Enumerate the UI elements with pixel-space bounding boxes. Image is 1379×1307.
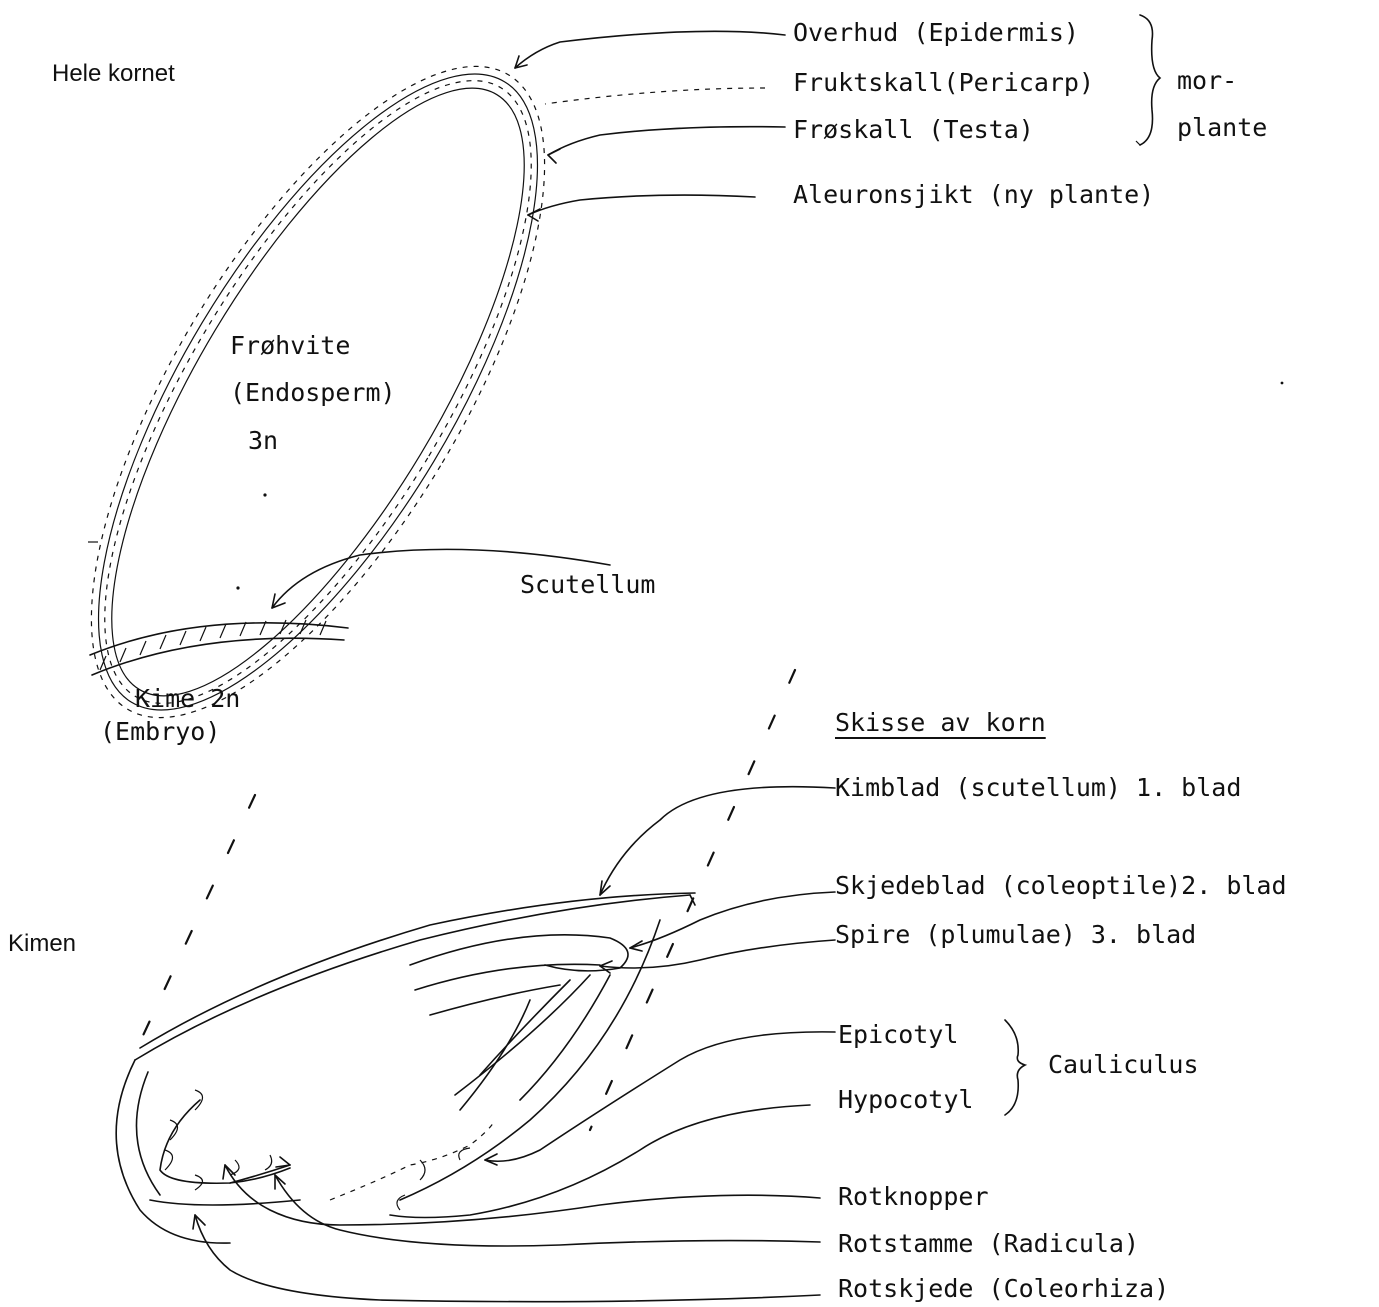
label-epidermis: Overhud (Epidermis) [793,20,1079,45]
label-mother-plant-2: plante [1177,115,1267,140]
grain-leaders [88,15,1160,608]
label-pericarp: Fruktskall(Pericarp) [793,70,1094,95]
label-endosperm-2: (Endosperm) [230,380,396,405]
label-testa: Frøskall (Testa) [793,117,1034,142]
sketch-heading: Skisse av korn [835,710,1046,735]
scutellum-band [90,620,348,675]
label-cotyledon: Kimblad (scutellum) 1. blad [835,775,1241,800]
zoom-lines [140,670,795,1130]
label-coleoptile: Skjedeblad (coleoptile)2. blad [835,873,1287,898]
label-embryo-1: Kime 2n [135,686,240,711]
whole-grain-title: Hele kornet [52,62,175,86]
label-embryo-2: (Embryo) [100,719,220,744]
label-epicotyl: Epicotyl [838,1022,958,1047]
label-radicle: Rotstamme (Radicula) [838,1231,1139,1256]
label-plumule: Spire (plumulae) 3. blad [835,922,1196,947]
label-cauliculus: Cauliculus [1048,1052,1199,1077]
embryo-title: Kimen [8,932,76,956]
label-endosperm-ploidy: 3n [248,428,278,453]
embryo-outline [116,382,1283,1302]
label-scutellum: Scutellum [520,572,655,597]
label-hypocotyl: Hypocotyl [838,1087,973,1112]
label-aleurone: Aleuronsjikt (ny plante) [793,182,1154,207]
label-endosperm-1: Frøhvite [230,333,350,358]
label-mother-plant-1: mor- [1177,68,1237,93]
label-coleorhiza: Rotskjede (Coleorhiza) [838,1276,1169,1301]
label-root-buds: Rotknopper [838,1184,989,1209]
